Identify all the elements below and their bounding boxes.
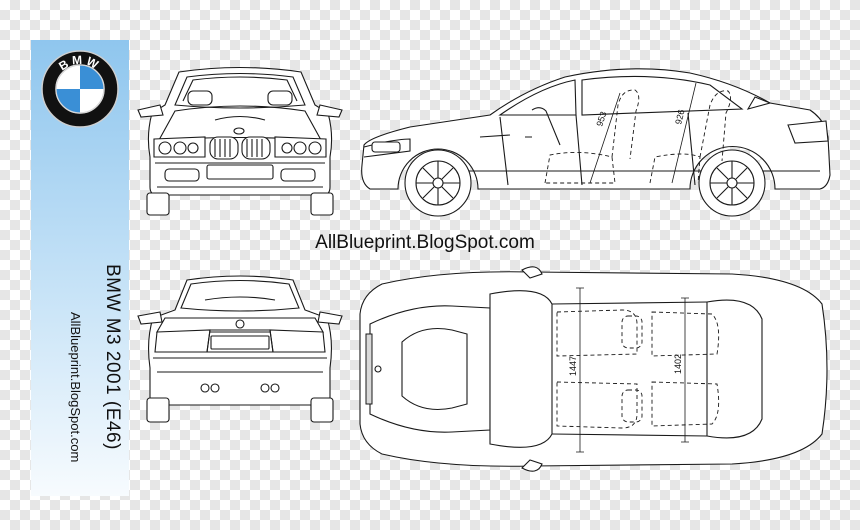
seat-front-height-label: 953	[594, 110, 608, 127]
rear-width-label: 1402	[673, 354, 683, 374]
site-url-caption: AllBlueprint.BlogSpot.com	[315, 232, 535, 253]
sidebar-panel: BMW BMW M3 2001 (E46) AllBlueprint.BlogS…	[31, 40, 129, 496]
svg-text:BMW: BMW	[56, 53, 103, 74]
logo-text: BMW	[56, 53, 100, 74]
sidebar-site-url: AllBlueprint.BlogSpot.com	[68, 312, 83, 463]
front-width-label: 1447	[568, 356, 578, 376]
side-view-drawing: 953 926	[350, 65, 835, 220]
seat-rear-height-label: 926	[673, 108, 686, 125]
model-title: BMW M3 2001 (E46)	[102, 264, 123, 450]
bmw-logo-icon: BMW	[41, 50, 119, 128]
top-view-drawing: 1447 1402	[352, 264, 834, 474]
front-view-drawing	[135, 65, 345, 217]
rear-view-drawing	[135, 272, 345, 427]
